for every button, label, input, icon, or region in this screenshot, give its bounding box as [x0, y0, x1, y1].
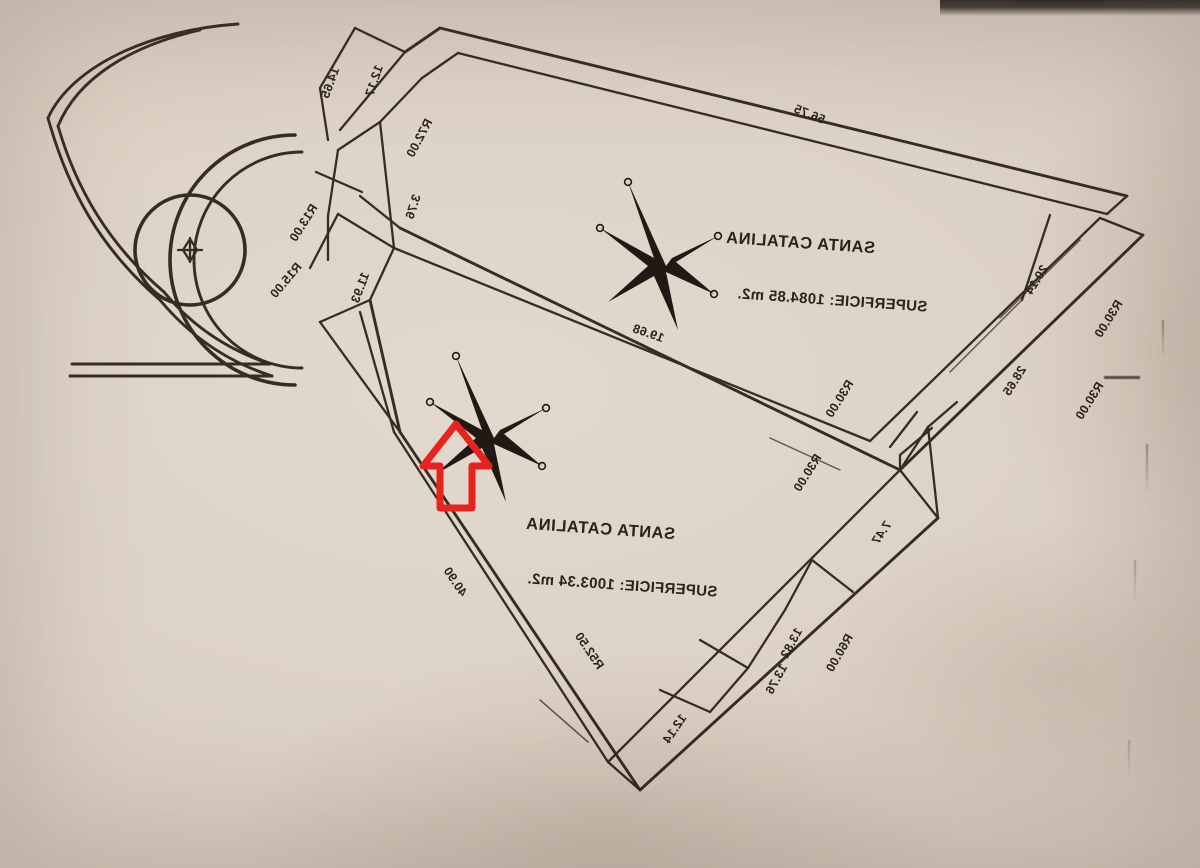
parcel-area-upper: SUPERFICIE: 1084.85 m2.: [737, 285, 928, 315]
dimension-label-d-r6000: R60.00: [823, 632, 856, 675]
dimension-label-d-r5250: R52.50: [572, 630, 607, 672]
dimension-label-d-r7200: R72.00: [404, 117, 436, 160]
parcel-label-upper: SANTA CATALINA: [725, 229, 876, 257]
dimension-label-d-5675: 56.75: [792, 102, 827, 127]
dimension-label-d-1376: 13.76: [763, 662, 791, 697]
dimension-label-d-747: 7.47: [869, 518, 895, 547]
north-star-lower: [425, 351, 551, 502]
dimension-label-d-r1300: R13.00: [287, 202, 321, 245]
dimension-label-d-r3000b: R30.00: [1073, 380, 1107, 423]
dimension-label-d-r3000a: R30.00: [1092, 298, 1126, 341]
center-marker: [176, 236, 204, 264]
dimension-label-d-4090: 40.90: [440, 564, 470, 599]
dimension-label-d-2014: 20.14: [1022, 262, 1051, 297]
dimension-label-d-376: 3.76: [403, 193, 424, 221]
dimension-label-d-r3000c: R30.00: [823, 378, 857, 421]
north-star-upper: [595, 177, 723, 330]
dimension-label-d-1465: 14.65: [318, 65, 342, 100]
parcel-label-lower: SANTA CATALINA: [525, 515, 676, 543]
dimension-label-d-r3000d: R30.00: [791, 452, 825, 495]
dimension-label-d-1214: 12.14: [660, 711, 690, 746]
dimension-label-d-r1500: R15.00: [267, 260, 304, 301]
parcel-area-lower: SUPERFICIE: 1003.34 m2.: [527, 570, 718, 600]
